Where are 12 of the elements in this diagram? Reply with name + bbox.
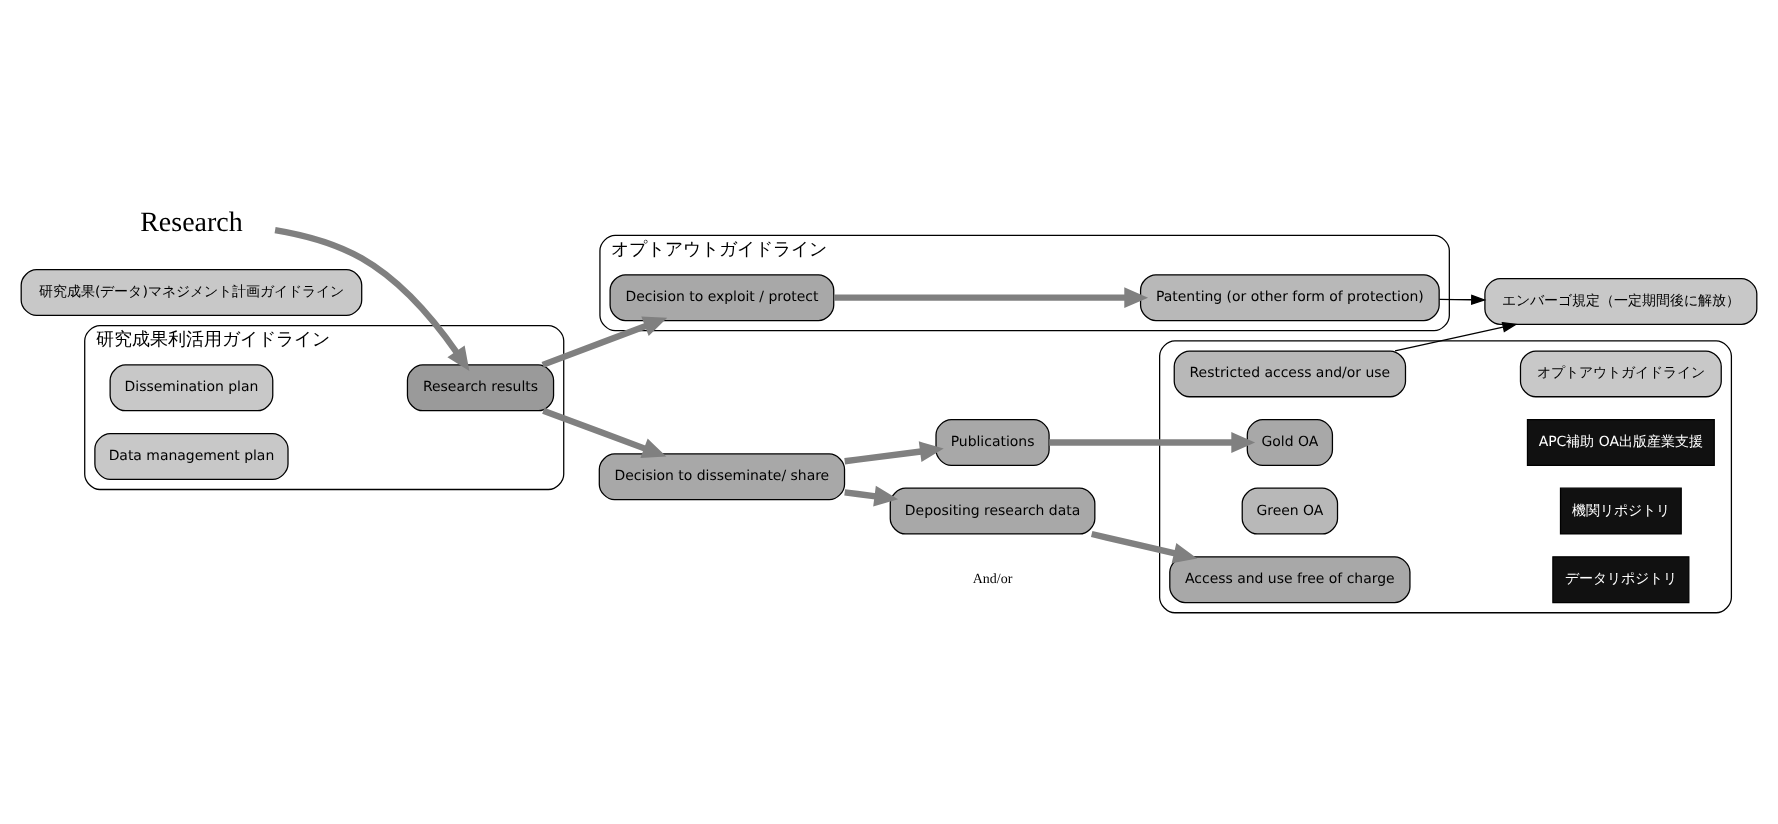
cluster: [1159, 340, 1733, 614]
arrow: [1438, 294, 1487, 306]
arrow: [833, 287, 1149, 309]
arrow: [1394, 322, 1518, 352]
arrow: [1049, 432, 1256, 453]
arrow: [1090, 530, 1198, 564]
node-text: Research: [140, 209, 243, 240]
arrow: [274, 226, 470, 372]
arrow: [844, 441, 944, 465]
arrow: [541, 316, 668, 368]
arrow: [542, 407, 667, 459]
arrow: [844, 485, 899, 507]
